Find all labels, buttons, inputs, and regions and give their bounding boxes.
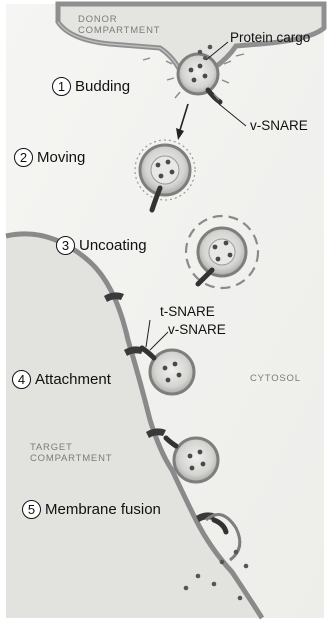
step-1-label: Budding	[75, 78, 130, 95]
v-snare-label-middle: v-SNARE	[168, 322, 226, 337]
cytosol-label: CYTOSOL	[250, 373, 301, 384]
donor-compartment-label: DONOR COMPARTMENT	[78, 14, 160, 36]
target-label-line2: COMPARTMENT	[30, 453, 112, 464]
step-2-label: Moving	[37, 149, 85, 166]
target-label-line1: TARGET	[30, 442, 112, 453]
t-snare-label: t-SNARE	[160, 304, 215, 319]
step-3-label: Uncoating	[79, 237, 147, 254]
step-5-number: 5	[22, 500, 41, 519]
protein-cargo-label: Protein cargo	[230, 30, 310, 45]
step-5-label: Membrane fusion	[45, 501, 161, 518]
target-compartment-label: TARGET COMPARTMENT	[30, 442, 112, 464]
donor-label-line2: COMPARTMENT	[78, 25, 160, 36]
step-1-number: 1	[52, 77, 71, 96]
v-snare-label-top: v-SNARE	[250, 118, 308, 133]
step-4-label: Attachment	[35, 371, 111, 388]
step-2-number: 2	[14, 148, 33, 167]
step-3-number: 3	[56, 236, 75, 255]
donor-label-line1: DONOR	[78, 14, 160, 25]
step-4-number: 4	[12, 370, 31, 389]
